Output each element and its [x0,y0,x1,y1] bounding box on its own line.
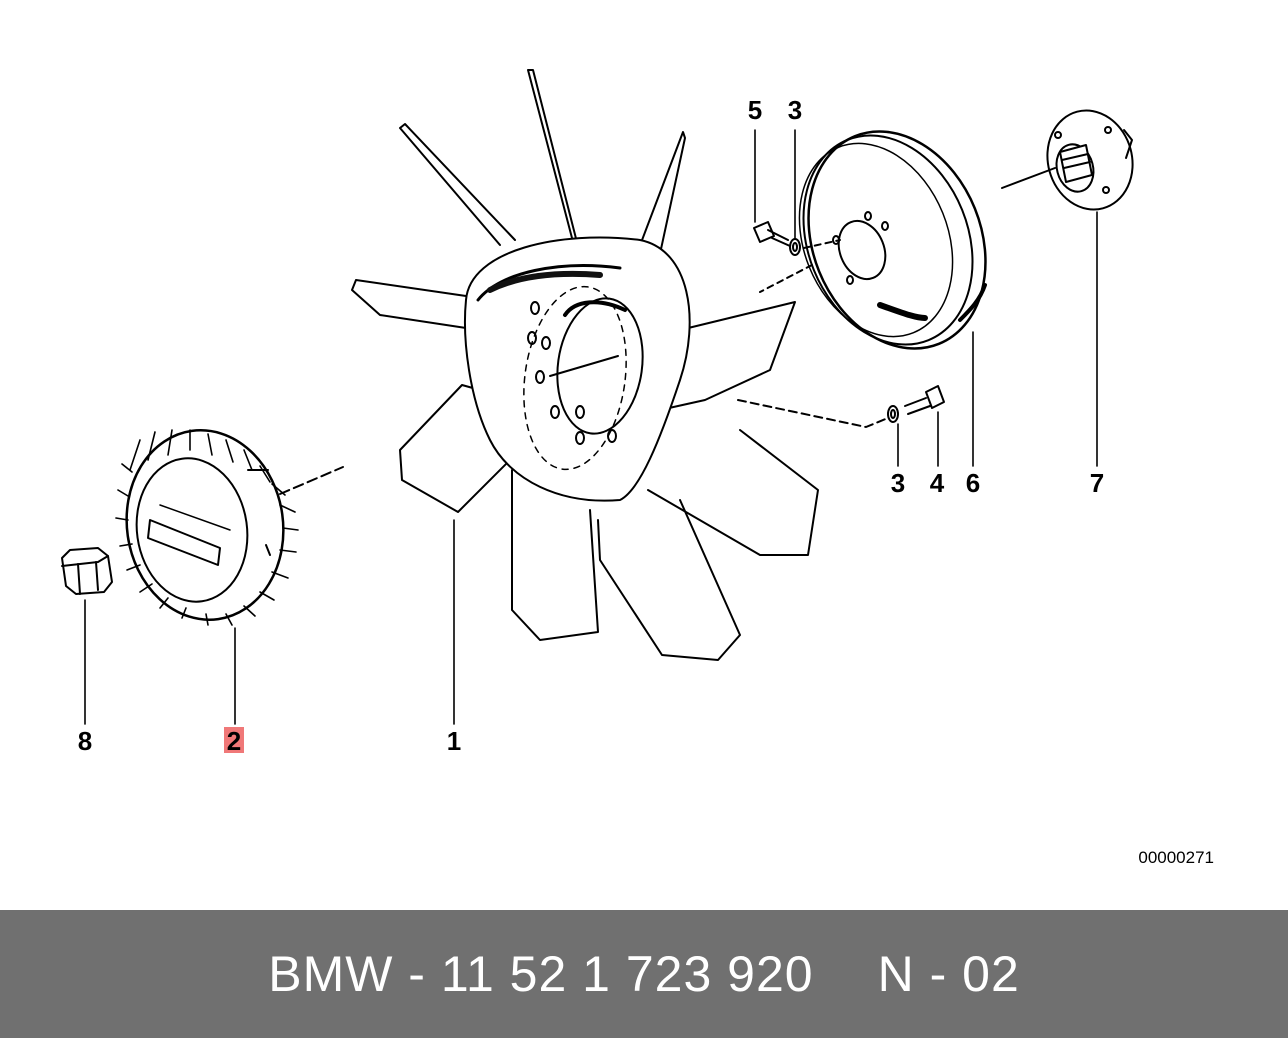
label-hub: 7 [1090,468,1104,498]
label-bolt-top: 5 [748,95,762,125]
pulley-part-6[interactable] [759,105,1017,376]
reference-code: 00000271 [1138,848,1214,867]
parts-diagram: 8 2 1 5 3 3 4 6 7 [61,69,1144,756]
part-number-footer: BMW - 11 52 1 723 920 N - 02 [0,910,1288,1038]
part-number: BMW - 11 52 1 723 920 [268,946,814,1002]
page-code: N - 02 [877,946,1020,1002]
label-pulley: 6 [966,468,980,498]
leader-lines [84,129,1098,725]
washer-part-3-top[interactable] [789,238,801,256]
label-fan: 1 [447,726,461,756]
nut-part-8[interactable] [61,547,113,595]
label-bolt-bottom: 4 [930,468,945,498]
bolt-axis-line-top [803,239,841,249]
washer-part-3-bottom[interactable] [887,405,899,423]
label-nut: 8 [78,726,92,756]
label-washer-bottom: 3 [891,468,905,498]
fan-part-1[interactable] [351,69,819,661]
label-washer-top: 3 [788,95,802,125]
hub-part-7[interactable] [1001,101,1144,219]
bolt-axis-line-bottom [737,399,889,428]
label-viscous-clutch: 2 [227,726,241,756]
highlight-marker [224,727,244,753]
bolt-part-5[interactable] [753,221,791,247]
viscous-clutch-part-2[interactable] [115,420,344,630]
bolt-part-4[interactable] [904,385,945,415]
